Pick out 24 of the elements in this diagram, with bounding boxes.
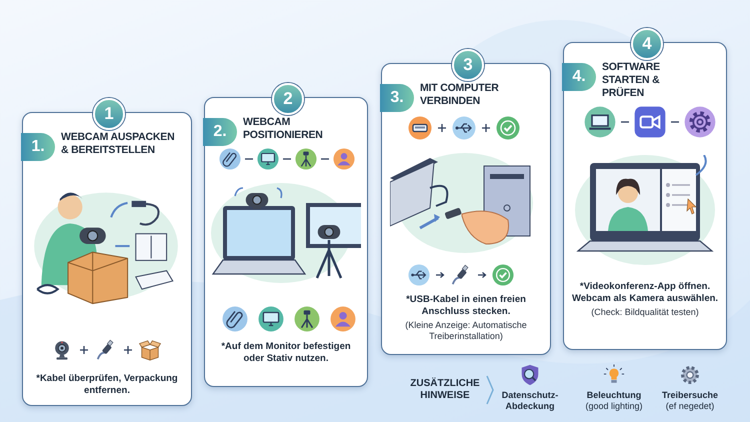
step-subnote: (Kleine Anzeige: Automatische Treiberinstallation) — [404, 320, 528, 342]
hint-subtitle: (good lighting) — [584, 401, 644, 412]
step-note: *USB-Kabel in einen freien Anschluss stecken. — [405, 294, 527, 317]
hint-label: Datenschutz-Abdeckung — [500, 390, 560, 412]
hint-subtitle: (ef negedet) — [664, 401, 716, 412]
step-note: *Videokonferenz-App öffnen. Webcam als Kamera auswählen. — [570, 281, 720, 304]
hint-label: Beleuchtung — [586, 390, 642, 401]
step-title: MIT COMPUTER VERBINDEN — [420, 82, 500, 108]
step-note: *Kabel überprüfen, Verpackung entfernen. — [35, 373, 179, 396]
step-number-tab: 2. — [203, 118, 237, 146]
step-number-badge: 4 — [631, 28, 663, 60]
step-subnote: (Check: Bildqualität testen) — [590, 307, 700, 318]
step-number-badge: 3 — [452, 49, 484, 81]
step-note: *Auf dem Monitor befestigen oder Stativ nutzen. — [220, 341, 352, 364]
step-number-badge: 1 — [93, 98, 125, 130]
section-heading: ZUSÄTZLICHE HINWEISE — [409, 378, 481, 402]
step-title: WEBCAM POSITIONIEREN — [243, 116, 324, 142]
step-number-tab: 3. — [380, 84, 414, 112]
step-number-tab: 1. — [21, 133, 55, 161]
hint-label: Treibersuche — [660, 390, 720, 401]
step-title: SOFTWARE STARTEN & PRÜFEN — [602, 61, 661, 100]
step-number-badge: 2 — [272, 83, 304, 115]
step-title: WEBCAM AUSPACKEN & BEREITSTELLEN — [61, 131, 176, 157]
step-number-tab: 4. — [562, 63, 596, 91]
